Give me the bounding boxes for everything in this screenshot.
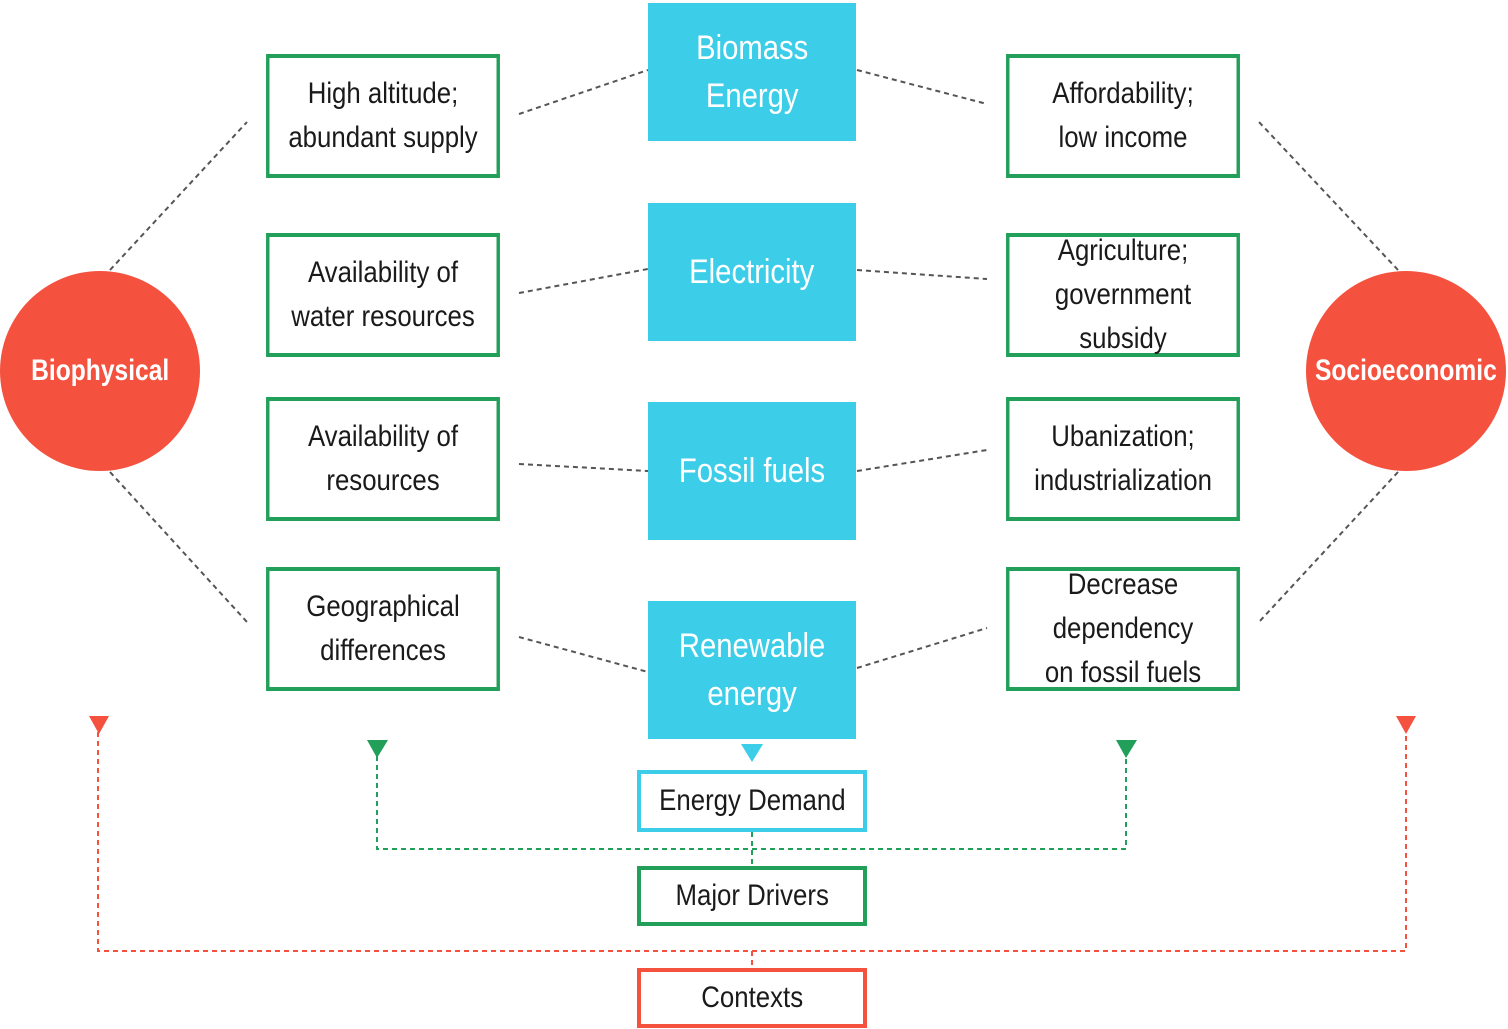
socioeconomic-driver-label: Ubanization; industrialization [1034, 420, 1212, 497]
connector-left-2 [518, 268, 649, 294]
legend-major-drivers-label: Major Drivers [675, 879, 829, 912]
energy-label-electricity: Electricity [689, 253, 815, 291]
biophysical-label: Biophysical [30, 354, 170, 387]
socioeconomic-circle: Socioeconomic [1306, 271, 1506, 471]
energy-label-renewable: Renewable energy [678, 627, 826, 713]
contexts-arrow-right [1396, 716, 1416, 734]
biophysical-driver-box: Availability of resources [266, 397, 500, 521]
connector-right-1 [856, 69, 988, 105]
socioeconomic-driver-label: Agriculture; government subsidy [1054, 234, 1192, 355]
contexts-bracket [97, 732, 1407, 968]
biophysical-driver-label: Availability of resources [307, 420, 459, 497]
connector-right-2 [856, 269, 988, 280]
socioeconomic-driver-box: Affordability; low income [1006, 54, 1240, 178]
biophysical-driver-label: High altitude; abundant supply [288, 77, 478, 154]
socioeconomic-label: Socioeconomic [1315, 354, 1497, 387]
biophysical-driver-label: Availability of water resources [291, 256, 475, 333]
connector-biophysical-bottom [109, 471, 248, 623]
energy-box-electricity: Electricity [648, 203, 856, 341]
socioeconomic-driver-box: Decrease dependency on fossil fuels [1006, 567, 1240, 691]
biophysical-circle: Biophysical [0, 271, 200, 471]
drivers-arrow-right [1116, 740, 1137, 758]
biophysical-driver-label: Geographical differences [306, 590, 460, 667]
biophysical-driver-box: Geographical differences [266, 567, 500, 691]
energy-box-biomass: Biomass Energy [648, 3, 856, 141]
connector-left-4 [518, 636, 649, 673]
energy-box-renewable: Renewable energy [648, 601, 856, 739]
biophysical-driver-box: High altitude; abundant supply [266, 54, 500, 178]
legend-energy-demand-label: Energy Demand [658, 784, 846, 817]
socioeconomic-driver-label: Decrease dependency on fossil fuels [1044, 568, 1202, 689]
drivers-arrow-left [367, 740, 388, 758]
energy-box-fossil: Fossil fuels [648, 402, 856, 540]
legend-contexts-label: Contexts [701, 981, 803, 1014]
connector-socioeconomic-top [1258, 121, 1399, 271]
socioeconomic-driver-box: Agriculture; government subsidy [1006, 233, 1240, 357]
connector-right-3 [856, 449, 988, 472]
contexts-arrow-left [89, 716, 109, 734]
legend-contexts: Contexts [637, 968, 867, 1028]
legend-energy-demand: Energy Demand [637, 770, 867, 832]
demand-arrow [741, 744, 763, 762]
connector-biophysical-top [109, 121, 248, 271]
connector-left-3 [518, 463, 649, 472]
connector-socioeconomic-bottom [1258, 471, 1399, 623]
socioeconomic-driver-box: Ubanization; industrialization [1006, 397, 1240, 521]
legend-major-drivers: Major Drivers [637, 866, 867, 926]
connector-left-1 [518, 69, 649, 115]
biophysical-driver-box: Availability of water resources [266, 233, 500, 357]
drivers-bracket [376, 756, 1127, 866]
energy-label-fossil: Fossil fuels [678, 452, 826, 490]
energy-label-biomass: Biomass Energy [695, 29, 809, 115]
socioeconomic-driver-label: Affordability; low income [1052, 77, 1194, 154]
connector-right-4 [856, 627, 988, 669]
